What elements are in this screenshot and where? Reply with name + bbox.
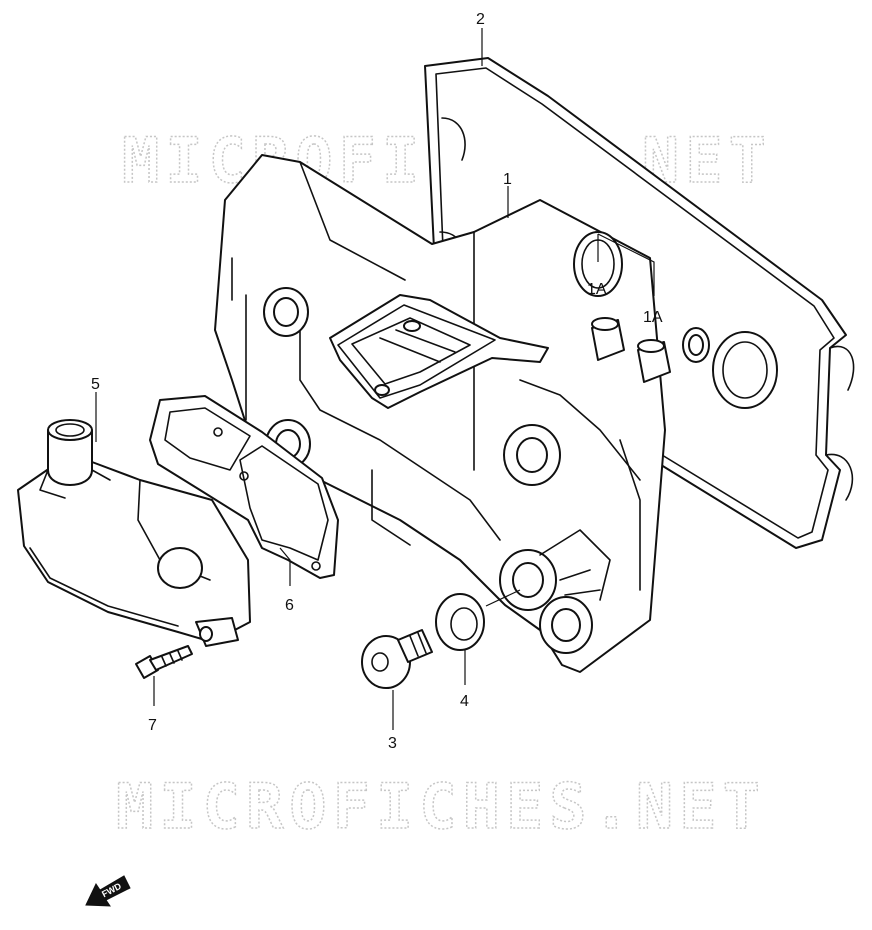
cover-bolt-washer: [435, 593, 485, 651]
cover-bolt: [361, 629, 433, 689]
callout-part-6: 6: [285, 597, 294, 614]
callout-part-1a-left: 1A: [587, 281, 607, 298]
callout-leaders: [95, 28, 655, 730]
callout-part-1: 1: [503, 171, 512, 188]
watermark-bottom: MICROFICHES.NET: [116, 770, 766, 843]
forward-direction-badge: FWD: [85, 875, 131, 907]
callout-part-2: 2: [476, 11, 485, 28]
breather-cover-bolt: [135, 645, 193, 679]
breather-plate: [329, 294, 549, 409]
callout-part-4: 4: [460, 693, 469, 710]
cylinder-head-cover: [214, 154, 666, 673]
callout-part-7: 7: [148, 717, 157, 734]
callout-part-3: 3: [388, 735, 397, 752]
cover-bolt-bosses: [263, 287, 611, 654]
callout-part-5: 5: [91, 376, 100, 393]
callout-part-1a-right: 1A: [643, 309, 663, 326]
plug-hole-seals: [573, 231, 778, 409]
breather-cover: [17, 419, 251, 647]
breather-gasket: [149, 395, 339, 579]
